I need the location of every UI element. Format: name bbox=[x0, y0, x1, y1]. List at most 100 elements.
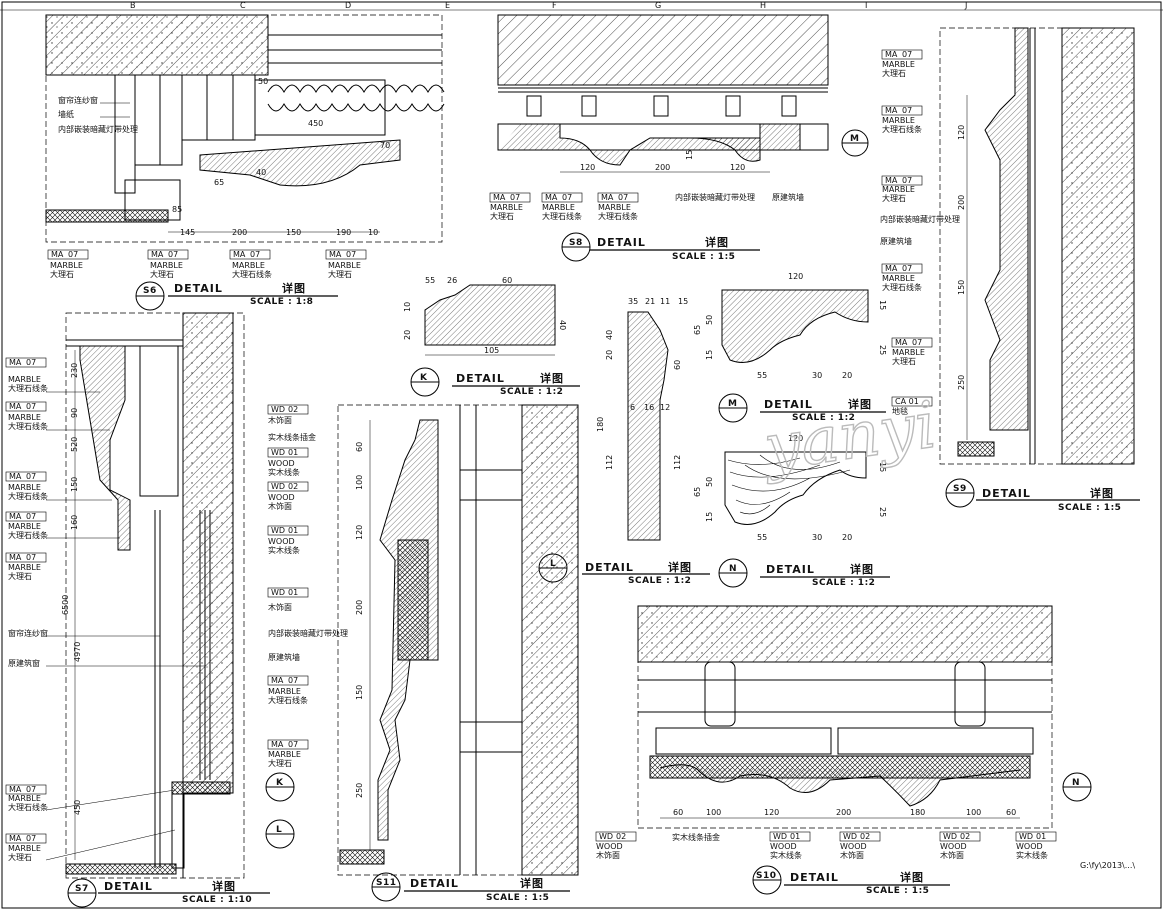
svg-text:详图: 详图 bbox=[520, 876, 544, 890]
svg-text:01: 01 bbox=[790, 832, 800, 841]
svg-text:40: 40 bbox=[558, 320, 567, 330]
s11-tag: S11 bbox=[376, 878, 397, 888]
svg-text:150: 150 bbox=[286, 228, 301, 237]
svg-text:MA: MA bbox=[545, 193, 558, 202]
svg-text:大理石线条: 大理石线条 bbox=[542, 211, 582, 221]
svg-text:WD: WD bbox=[271, 482, 285, 491]
svg-text:01: 01 bbox=[288, 588, 298, 597]
svg-text:实木线条: 实木线条 bbox=[1016, 850, 1048, 860]
svg-text:详图: 详图 bbox=[850, 562, 874, 576]
svg-text:07: 07 bbox=[26, 358, 36, 367]
svg-text:30: 30 bbox=[812, 533, 822, 542]
svg-text:07: 07 bbox=[26, 512, 36, 521]
svg-text:6: 6 bbox=[630, 403, 635, 412]
svg-text:MARBLE: MARBLE bbox=[268, 687, 301, 696]
svg-text:WD: WD bbox=[943, 832, 957, 841]
svg-text:WOOD: WOOD bbox=[268, 493, 295, 502]
svg-text:07: 07 bbox=[250, 250, 260, 259]
svg-text:120: 120 bbox=[788, 272, 803, 281]
detail-m: 120 50 65 15 55 30 20 15 25 M DETAIL 详图 … bbox=[693, 272, 887, 423]
svg-text:02: 02 bbox=[616, 832, 626, 841]
svg-text:MARBLE: MARBLE bbox=[8, 563, 41, 572]
svg-text:大理石线条: 大理石线条 bbox=[8, 530, 48, 540]
k-tag: K bbox=[420, 373, 428, 383]
svg-text:120: 120 bbox=[764, 808, 779, 817]
svg-text:MA: MA bbox=[271, 676, 284, 685]
svg-text:B: B bbox=[130, 1, 136, 10]
svg-text:详图: 详图 bbox=[705, 235, 729, 249]
svg-text:窗帘连纱窗: 窗帘连纱窗 bbox=[8, 628, 48, 638]
s9-title: DETAIL bbox=[982, 487, 1031, 500]
svg-text:木饰面: 木饰面 bbox=[596, 850, 620, 860]
svg-text:85: 85 bbox=[172, 205, 182, 214]
svg-text:55: 55 bbox=[757, 371, 767, 380]
svg-text:50: 50 bbox=[258, 77, 268, 86]
svg-text:详图: 详图 bbox=[282, 281, 306, 295]
svg-text:105: 105 bbox=[484, 346, 499, 355]
svg-text:30: 30 bbox=[812, 371, 822, 380]
svg-text:WOOD: WOOD bbox=[596, 842, 623, 851]
svg-text:26: 26 bbox=[447, 276, 457, 285]
svg-text:50: 50 bbox=[705, 315, 714, 325]
s9-scale: SCALE : 1:5 bbox=[1058, 503, 1121, 513]
svg-text:10: 10 bbox=[368, 228, 378, 237]
s6-dims: 145 200 150 190 10 85 65 40 70 50 450 bbox=[168, 77, 390, 237]
svg-text:50: 50 bbox=[705, 477, 714, 487]
svg-text:MA: MA bbox=[9, 402, 22, 411]
svg-text:07: 07 bbox=[902, 176, 912, 185]
svg-text:MARBLE: MARBLE bbox=[598, 203, 631, 212]
svg-text:原建筑窗: 原建筑窗 bbox=[8, 658, 40, 668]
svg-text:150: 150 bbox=[957, 280, 966, 295]
svg-text:实木线条: 实木线条 bbox=[268, 467, 300, 477]
svg-text:WOOD: WOOD bbox=[268, 459, 295, 468]
s10-tag: S10 bbox=[756, 871, 777, 881]
k-title: DETAIL bbox=[456, 372, 505, 385]
svg-text:15: 15 bbox=[678, 297, 688, 306]
svg-text:200: 200 bbox=[836, 808, 851, 817]
k-dims: 105 55 26 60 40 20 10 bbox=[403, 276, 567, 356]
svg-text:520: 520 bbox=[70, 437, 79, 452]
detail-s7: 230 90 520 150 160 6500 4970 450 MA 07 MA… bbox=[5, 312, 295, 908]
s7-dims: 230 90 520 150 160 6500 4970 450 bbox=[61, 363, 82, 815]
svg-text:地毯: 地毯 bbox=[892, 406, 908, 416]
svg-text:MA: MA bbox=[885, 50, 898, 59]
svg-text:WD: WD bbox=[1019, 832, 1033, 841]
svg-text:原建筑墙: 原建筑墙 bbox=[772, 192, 804, 202]
svg-text:大理石线条: 大理石线条 bbox=[8, 802, 48, 812]
svg-text:木饰面: 木饰面 bbox=[840, 850, 864, 860]
s7-k-marker: K bbox=[276, 778, 284, 788]
svg-text:145: 145 bbox=[180, 228, 195, 237]
svg-text:详图: 详图 bbox=[1090, 486, 1114, 500]
s10-scale: SCALE : 1:5 bbox=[866, 886, 929, 896]
svg-text:WD: WD bbox=[843, 832, 857, 841]
svg-text:详图: 详图 bbox=[540, 371, 564, 385]
svg-text:60: 60 bbox=[673, 360, 682, 370]
svg-text:200: 200 bbox=[655, 163, 670, 172]
svg-text:C: C bbox=[240, 1, 246, 10]
m-title: DETAIL bbox=[764, 398, 813, 411]
file-path: G:\fy\2013\...\ bbox=[1080, 861, 1135, 870]
svg-text:MA: MA bbox=[9, 834, 22, 843]
svg-text:CA 01: CA 01 bbox=[895, 397, 919, 406]
svg-text:60: 60 bbox=[1006, 808, 1016, 817]
svg-text:MARBLE: MARBLE bbox=[882, 185, 915, 194]
svg-text:01: 01 bbox=[288, 526, 298, 535]
svg-text:MA: MA bbox=[151, 250, 164, 259]
svg-text:70: 70 bbox=[380, 141, 390, 150]
svg-text:55: 55 bbox=[757, 533, 767, 542]
svg-text:D: D bbox=[345, 1, 351, 10]
svg-text:MA: MA bbox=[601, 193, 614, 202]
svg-text:MARBLE: MARBLE bbox=[268, 750, 301, 759]
l-scale: SCALE : 1:2 bbox=[628, 576, 691, 586]
svg-text:WD: WD bbox=[271, 588, 285, 597]
svg-text:MA: MA bbox=[9, 358, 22, 367]
svg-text:木饰面: 木饰面 bbox=[268, 602, 292, 612]
svg-text:07: 07 bbox=[288, 676, 298, 685]
svg-text:150: 150 bbox=[70, 477, 79, 492]
svg-text:20: 20 bbox=[842, 371, 852, 380]
svg-text:实木线条插金: 实木线条插金 bbox=[672, 832, 720, 842]
svg-text:20: 20 bbox=[605, 350, 614, 360]
svg-text:120: 120 bbox=[788, 434, 803, 443]
n-dims: 120 50 65 15 55 30 20 15 25 bbox=[693, 434, 887, 542]
svg-text:02: 02 bbox=[960, 832, 970, 841]
